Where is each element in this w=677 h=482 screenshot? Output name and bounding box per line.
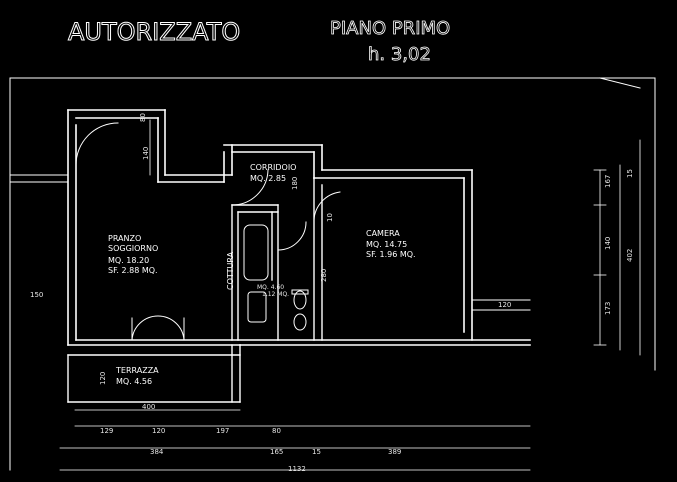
dim-terrace-len: 400 xyxy=(142,403,156,411)
dim-living-door: 80 xyxy=(139,113,147,122)
door-swings xyxy=(75,122,341,341)
terrace-name: TERRAZZA xyxy=(116,366,159,375)
dim-total: 1132 xyxy=(288,465,306,473)
dim-c2: 165 xyxy=(270,448,284,456)
dim-right-167: 167 xyxy=(604,174,612,188)
bath-area: MQ. 4.60 xyxy=(257,284,285,291)
dimension-lines xyxy=(59,119,641,471)
exterior-walls xyxy=(67,109,531,346)
window-marks xyxy=(9,169,531,311)
terrace-area: MQ. 4.56 xyxy=(116,377,153,386)
dim-corridor-right: 180 xyxy=(291,176,299,190)
dim-right-140: 140 xyxy=(604,236,612,250)
living-room-name: PRANZO SOGGIORNO xyxy=(108,234,159,253)
dim-right-window: 120 xyxy=(498,301,512,309)
fixtures xyxy=(243,224,309,331)
dim-c1: 384 xyxy=(150,448,164,456)
dim-living-top: 140 xyxy=(142,146,150,160)
interior-walls xyxy=(231,177,323,341)
bedroom-name: CAMERA xyxy=(366,229,400,238)
dim-bath-width: 280 xyxy=(320,268,328,282)
dim-right-15: 15 xyxy=(626,169,634,178)
ceiling-height: h. 3,02 xyxy=(368,44,432,65)
authorization-stamp: AUTORIZZATO xyxy=(67,18,241,46)
dim-b3: 197 xyxy=(216,427,230,435)
bedroom-window-area: SF. 1.96 MQ. xyxy=(366,250,416,259)
dim-b2: 120 xyxy=(152,427,166,435)
terrace-outline xyxy=(67,344,241,403)
corridor-area: MQ. 2.85 xyxy=(250,174,287,183)
corridor-name: CORRIDOIO xyxy=(250,163,297,172)
floor-title: PIANO PRIMO xyxy=(330,18,451,39)
dim-b4: 80 xyxy=(272,427,281,435)
bath-window-area: 1.12 MQ. xyxy=(262,291,290,298)
dim-right-173: 173 xyxy=(604,301,612,315)
dim-b1: 129 xyxy=(100,427,114,435)
reference-frame xyxy=(9,77,656,471)
dim-bed-door: 10 xyxy=(326,213,334,222)
living-room-area: MQ. 18.20 xyxy=(108,256,150,265)
dim-c4: 389 xyxy=(388,448,402,456)
bedroom-area: MQ. 14.75 xyxy=(366,240,408,249)
living-room-window-area: SF. 2.88 MQ. xyxy=(108,266,158,275)
dim-c3: 15 xyxy=(312,448,321,456)
dim-right-402: 402 xyxy=(626,248,634,262)
dim-left-window: 150 xyxy=(30,291,44,299)
dim-terrace-side: 120 xyxy=(99,371,107,385)
kitchen-name: COTTURA xyxy=(226,251,235,290)
